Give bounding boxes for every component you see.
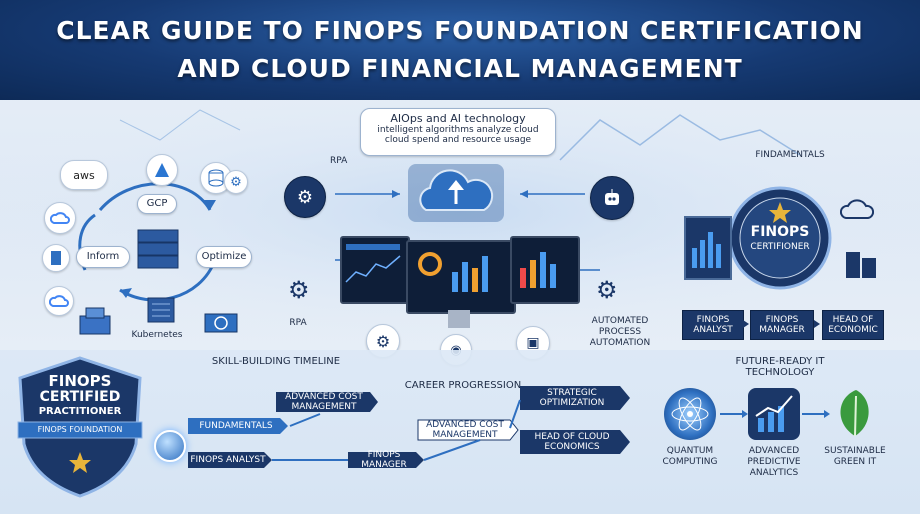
title-banner: CLEAR GUIDE TO FINOPS FOUNDATION CERTIFI… — [0, 0, 920, 100]
aws-icon: aws — [60, 160, 108, 190]
server-stack-icon — [844, 250, 878, 280]
timeline-ribbons — [188, 386, 630, 468]
timeline-finops-manager: FINOPS MANAGER — [361, 450, 407, 470]
timeline-finops-analyst: FINOPS ANALYST — [190, 455, 266, 465]
role-head-economic: HEAD OF ECONOMIC — [822, 310, 884, 340]
green-it-label: SUSTAINABLE GREEN IT — [824, 446, 886, 467]
connector-lines — [335, 190, 600, 271]
aiops-body-2: cloud spend and resource usage — [384, 135, 532, 145]
timeline-advanced-cost-management-2: ADVANCED COST MANAGEMENT — [426, 420, 504, 440]
quantum-label: QUANTUM COMPUTING — [662, 446, 718, 467]
role-arrows — [743, 320, 820, 328]
career-heading: CAREER PROGRESSION — [404, 380, 522, 391]
server-rack-icon — [144, 296, 178, 324]
title-line-2: AND CLOUD FINANCIAL MANAGEMENT — [177, 54, 743, 83]
cloud-upload-icon — [404, 160, 508, 226]
predictive-analytics-icon — [748, 388, 800, 440]
robot-hand-icon: ⚙ — [284, 176, 326, 218]
dashboard-panel-icon — [684, 216, 732, 280]
aiops-heading: AIOps and AI technology — [390, 112, 526, 125]
optimize-pill: Optimize — [196, 246, 252, 268]
predictive-label: ADVANCED PREDICTIVE ANALYTICS — [747, 446, 801, 478]
azure-icon — [146, 154, 178, 186]
monitor-center — [406, 240, 516, 314]
shield-band: FINOPS FOUNDATION — [37, 425, 123, 434]
blocks-icon — [78, 306, 114, 336]
timeline-head-of-cloud-economics: HEAD OF CLOUD ECONOMICS — [534, 432, 610, 452]
timeline-fundamentals: FUNDAMENTALS — [199, 421, 273, 431]
gears-icon-right: ⚙ — [596, 276, 618, 304]
badge-line-1: FINOPS — [750, 224, 810, 240]
role-finops-analyst: FINOPS ANALYST — [682, 310, 744, 340]
gear-icon: ⚙ — [224, 170, 248, 194]
shield-line-3: PRACTITIONER — [38, 406, 122, 417]
gcp-label: GCP — [146, 198, 168, 209]
monitor-left — [340, 236, 410, 304]
timeline-advanced-cost-management: ADVANCED COST MANAGEMENT — [285, 392, 363, 412]
finops-certified-shield — [16, 356, 144, 498]
stacked-servers-icon — [132, 226, 184, 272]
gcp-pill: GCP — [137, 194, 177, 214]
skill-timeline-heading: SKILL-BUILDING TIMELINE — [211, 356, 341, 367]
fundamentals-heading: FINDAMENTALS — [755, 150, 825, 160]
monitor-right — [510, 236, 580, 304]
shield-line-2: CERTIFIED — [39, 389, 121, 405]
network-cloud-icon — [839, 194, 875, 224]
timeline-strategic-optimization: STRATEGIC OPTIMIZATION — [539, 388, 605, 408]
kubernetes-label: Kubernetes — [131, 330, 183, 340]
server-icon — [42, 244, 70, 272]
kubernetes-icon — [204, 310, 238, 334]
aws-label: aws — [73, 168, 95, 182]
shield-line-1: FINOPS — [48, 372, 112, 390]
role-finops-manager: FINOPS MANAGER — [750, 310, 814, 340]
gears-icon-left: ⚙ — [288, 276, 310, 304]
rpa-left-label: RPA — [289, 318, 307, 328]
future-arrows — [720, 410, 830, 418]
google-cloud-icon-2 — [44, 286, 74, 316]
aiops-body-1: intelligent algorithms analyze cloud — [377, 125, 539, 135]
green-leaf-icon — [830, 384, 880, 440]
finops-certification-badge — [728, 186, 832, 290]
rpa-top-label: RPA — [330, 156, 348, 166]
inform-label: Inform — [86, 251, 120, 262]
future-heading: FUTURE-READY IT TECHNOLOGY — [735, 356, 825, 378]
quantum-icon — [664, 388, 716, 440]
aiops-callout: AIOps and AI technology intelligent algo… — [360, 108, 556, 156]
title-line-1: CLEAR GUIDE TO FINOPS FOUNDATION CERTIFI… — [56, 16, 864, 45]
start-node — [154, 430, 186, 462]
inform-pill: Inform — [76, 246, 130, 268]
google-cloud-icon — [44, 202, 76, 234]
monitor-stand — [448, 310, 470, 328]
optimize-label: Optimize — [201, 251, 247, 262]
robot-head-icon — [590, 176, 634, 220]
automation-label: AUTOMATED PROCESS AUTOMATION — [589, 316, 651, 348]
badge-line-2: CERTIFIONER — [750, 242, 810, 252]
